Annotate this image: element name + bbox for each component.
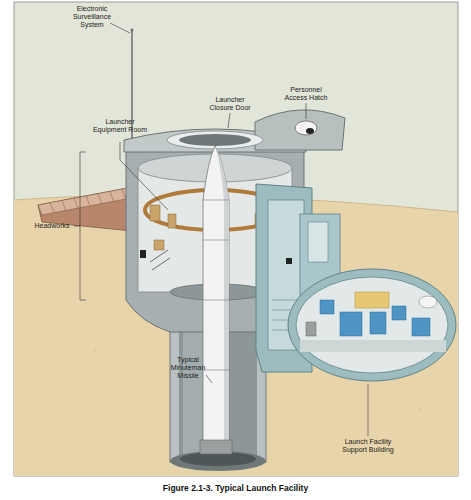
access-hatch <box>295 121 317 135</box>
antenna-tip <box>131 29 134 32</box>
callout-label: Electronic Surveillance System <box>68 5 116 29</box>
leader-lines <box>74 23 368 436</box>
callout-label: Launcher Equipment Room <box>92 118 148 134</box>
callout-label: Personnel Access Hatch <box>280 86 332 102</box>
bracket-label: Headworks <box>30 222 74 230</box>
callout-label: Launch Facility Support Building <box>336 438 400 454</box>
callout-label: Typical Minuteman Missile <box>162 356 214 380</box>
callout-label: Launcher Closure Door <box>205 96 255 112</box>
sky <box>14 2 458 476</box>
closure-door <box>124 110 345 152</box>
support-building-capsule <box>288 269 456 381</box>
missile <box>200 146 232 454</box>
figure-caption: Figure 2.1-3. Typical Launch Facility <box>0 483 471 493</box>
